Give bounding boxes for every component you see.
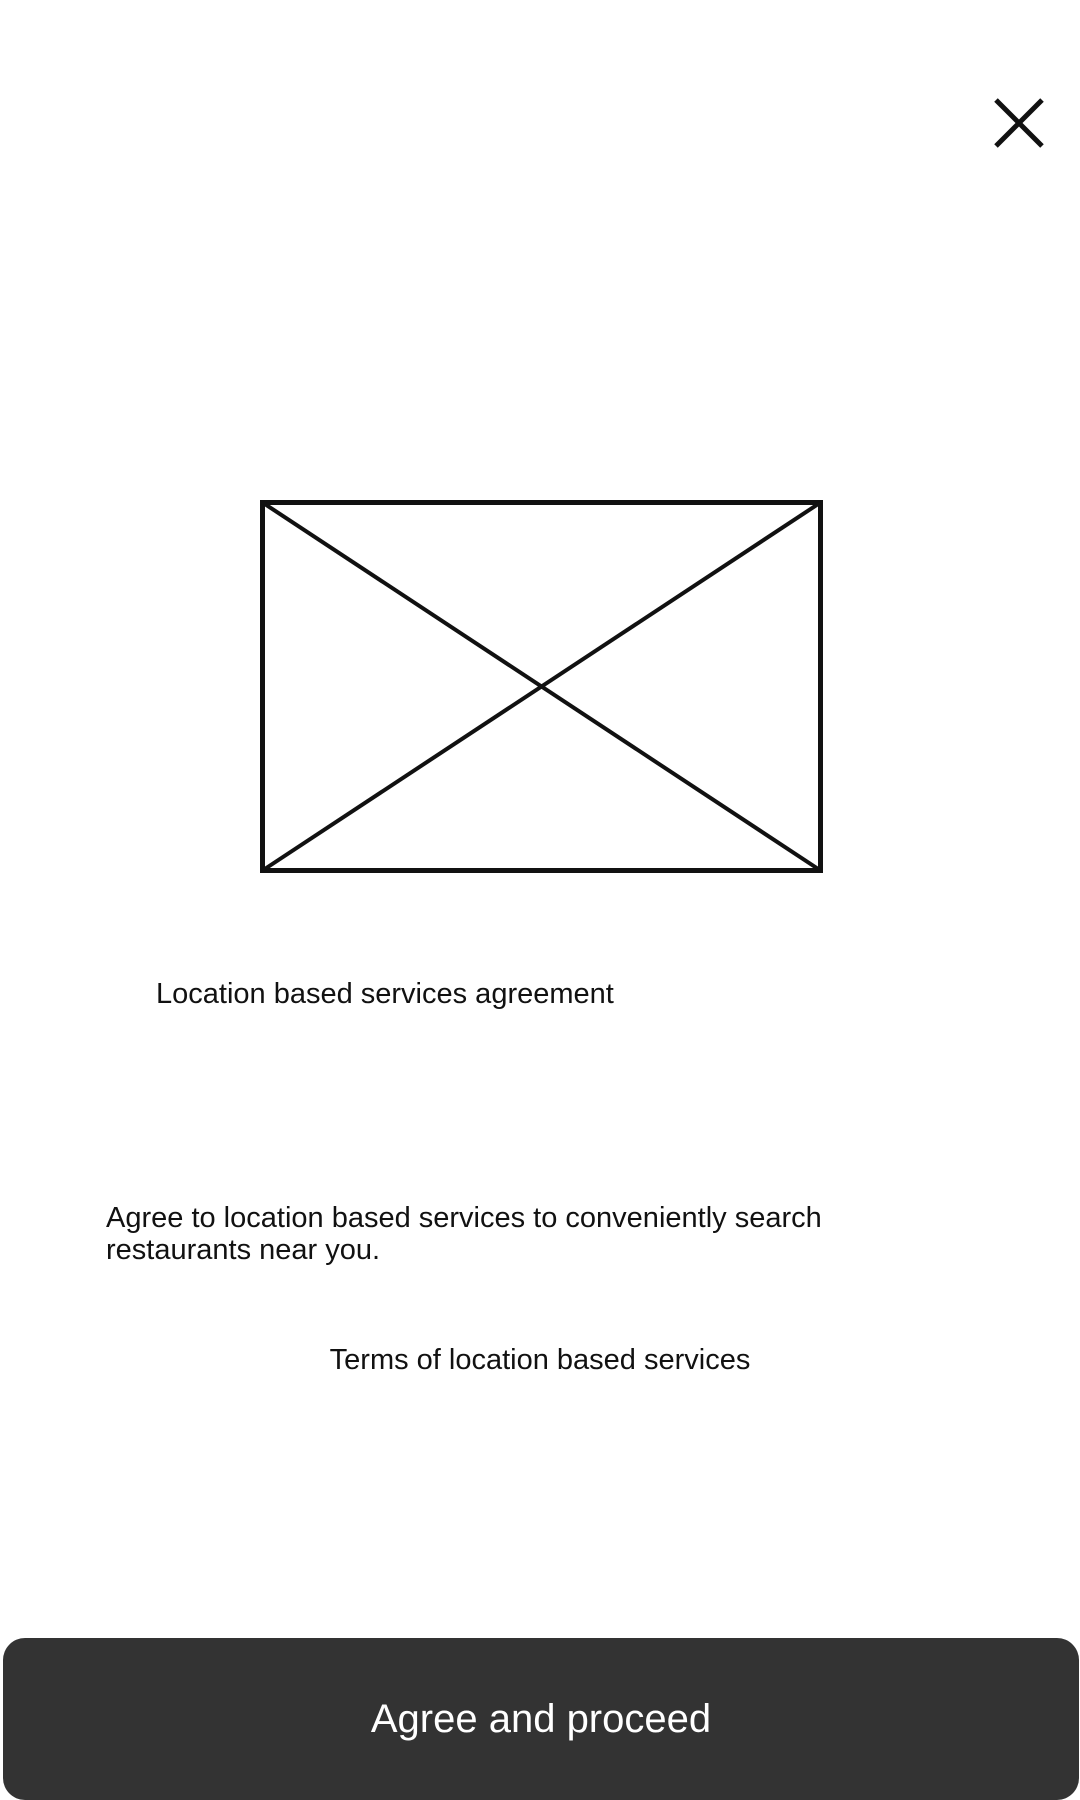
agreement-title: Location based services agreement: [156, 978, 614, 1010]
image-placeholder-icon: [260, 500, 823, 873]
hero-image: [260, 500, 823, 873]
agreement-description: Agree to location based services to conv…: [106, 1202, 822, 1266]
terms-link[interactable]: Terms of location based services: [329, 1344, 751, 1376]
close-icon: [994, 98, 1044, 148]
agree-and-proceed-label: Agree and proceed: [370, 1696, 712, 1741]
agree-and-proceed-button[interactable]: Agree and proceed: [3, 1638, 1079, 1800]
close-button[interactable]: [990, 94, 1048, 152]
